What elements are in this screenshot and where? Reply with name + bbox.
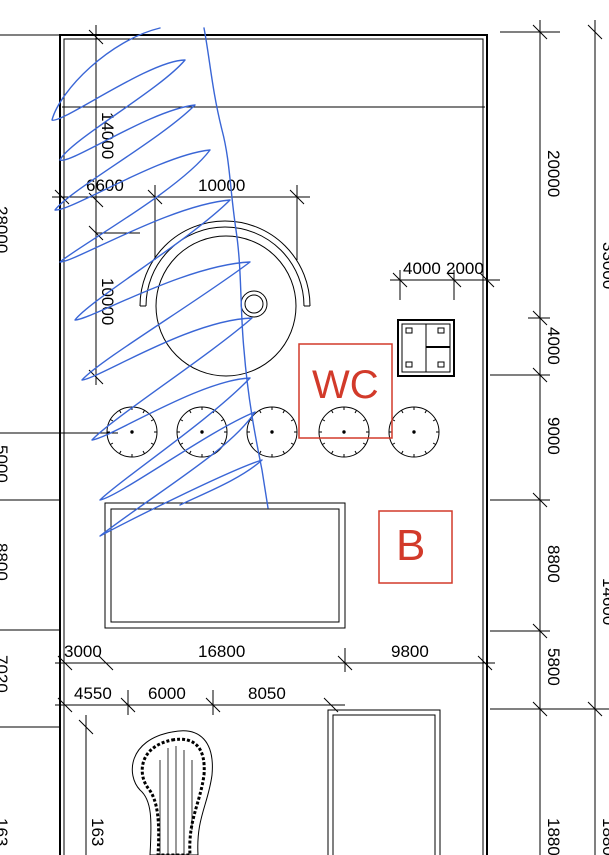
dim-left-edge-d: 7020	[0, 655, 11, 693]
dim-low-row-a: 4550	[74, 684, 112, 703]
dim-right-outer-b: 14600	[599, 578, 609, 625]
freehand-sketch-scribble	[51, 27, 269, 537]
left-edge-ticks	[0, 34, 118, 728]
dim-left-edge-b: 5000	[0, 445, 11, 483]
tree-symbol	[388, 406, 440, 458]
right-outer-dimension-chain	[587, 20, 603, 855]
lower-left-vertical-dimension	[78, 715, 94, 855]
dim-mid-row-c: 9800	[391, 642, 429, 661]
tree-row	[106, 406, 440, 458]
organic-pool	[131, 730, 213, 855]
dim-right-vertical-b: 4000	[544, 327, 563, 365]
dim-mid-row-b: 16800	[198, 642, 245, 661]
small-dimension	[390, 270, 500, 300]
tree-symbol	[106, 406, 158, 458]
tree-symbol	[318, 406, 370, 458]
sketch-scribble-stroke	[51, 27, 263, 537]
dim-mid-row-a: 3000	[64, 642, 102, 661]
dim-low-row-b: 6000	[148, 684, 186, 703]
dim-left-edge-e: 163	[0, 818, 11, 846]
rect-lower-right	[327, 709, 441, 855]
dim-top-row-b: 10000	[198, 176, 245, 195]
dim-small-b: 2000	[446, 259, 484, 278]
round-plaza	[139, 220, 311, 377]
middle-row-dimension	[55, 648, 495, 672]
dim-left-edge-c: 8800	[0, 543, 11, 581]
toilet-block	[397, 319, 455, 377]
sketch-vertical-stroke	[203, 27, 269, 509]
wc-label: WC	[312, 363, 379, 407]
dim-right-vertical-e: 5800	[544, 648, 563, 686]
dim-left-edge-a: 28000	[0, 206, 11, 253]
tree-symbol	[246, 406, 298, 458]
dim-right-outer-a: 33000	[599, 242, 609, 289]
dim-small-a: 4000	[403, 259, 441, 278]
b-label: B	[396, 521, 425, 570]
annotation-wc: WC	[298, 343, 393, 439]
dim-left-mid-vertical: 10000	[98, 278, 117, 325]
tree-symbol	[176, 406, 228, 458]
left-dimension-chain	[88, 25, 140, 385]
dim-right-vertical-d: 8800	[544, 545, 563, 583]
rect-lawn-area	[104, 502, 346, 629]
dim-low-row-c: 8050	[248, 684, 286, 703]
annotation-b: B	[378, 510, 453, 584]
lower-row-dimension	[55, 690, 345, 715]
dim-right-vertical-c: 9000	[544, 417, 563, 455]
right-inner-dimension-chain	[490, 20, 609, 855]
dim-right-outer-c: 1880	[599, 818, 609, 855]
dim-right-vertical-a: 20000	[544, 150, 563, 197]
dim-right-vertical-f: 1880	[544, 818, 563, 855]
dim-low-left-vertical: 163	[88, 818, 107, 846]
dim-top-row-a: 6600	[86, 176, 124, 195]
